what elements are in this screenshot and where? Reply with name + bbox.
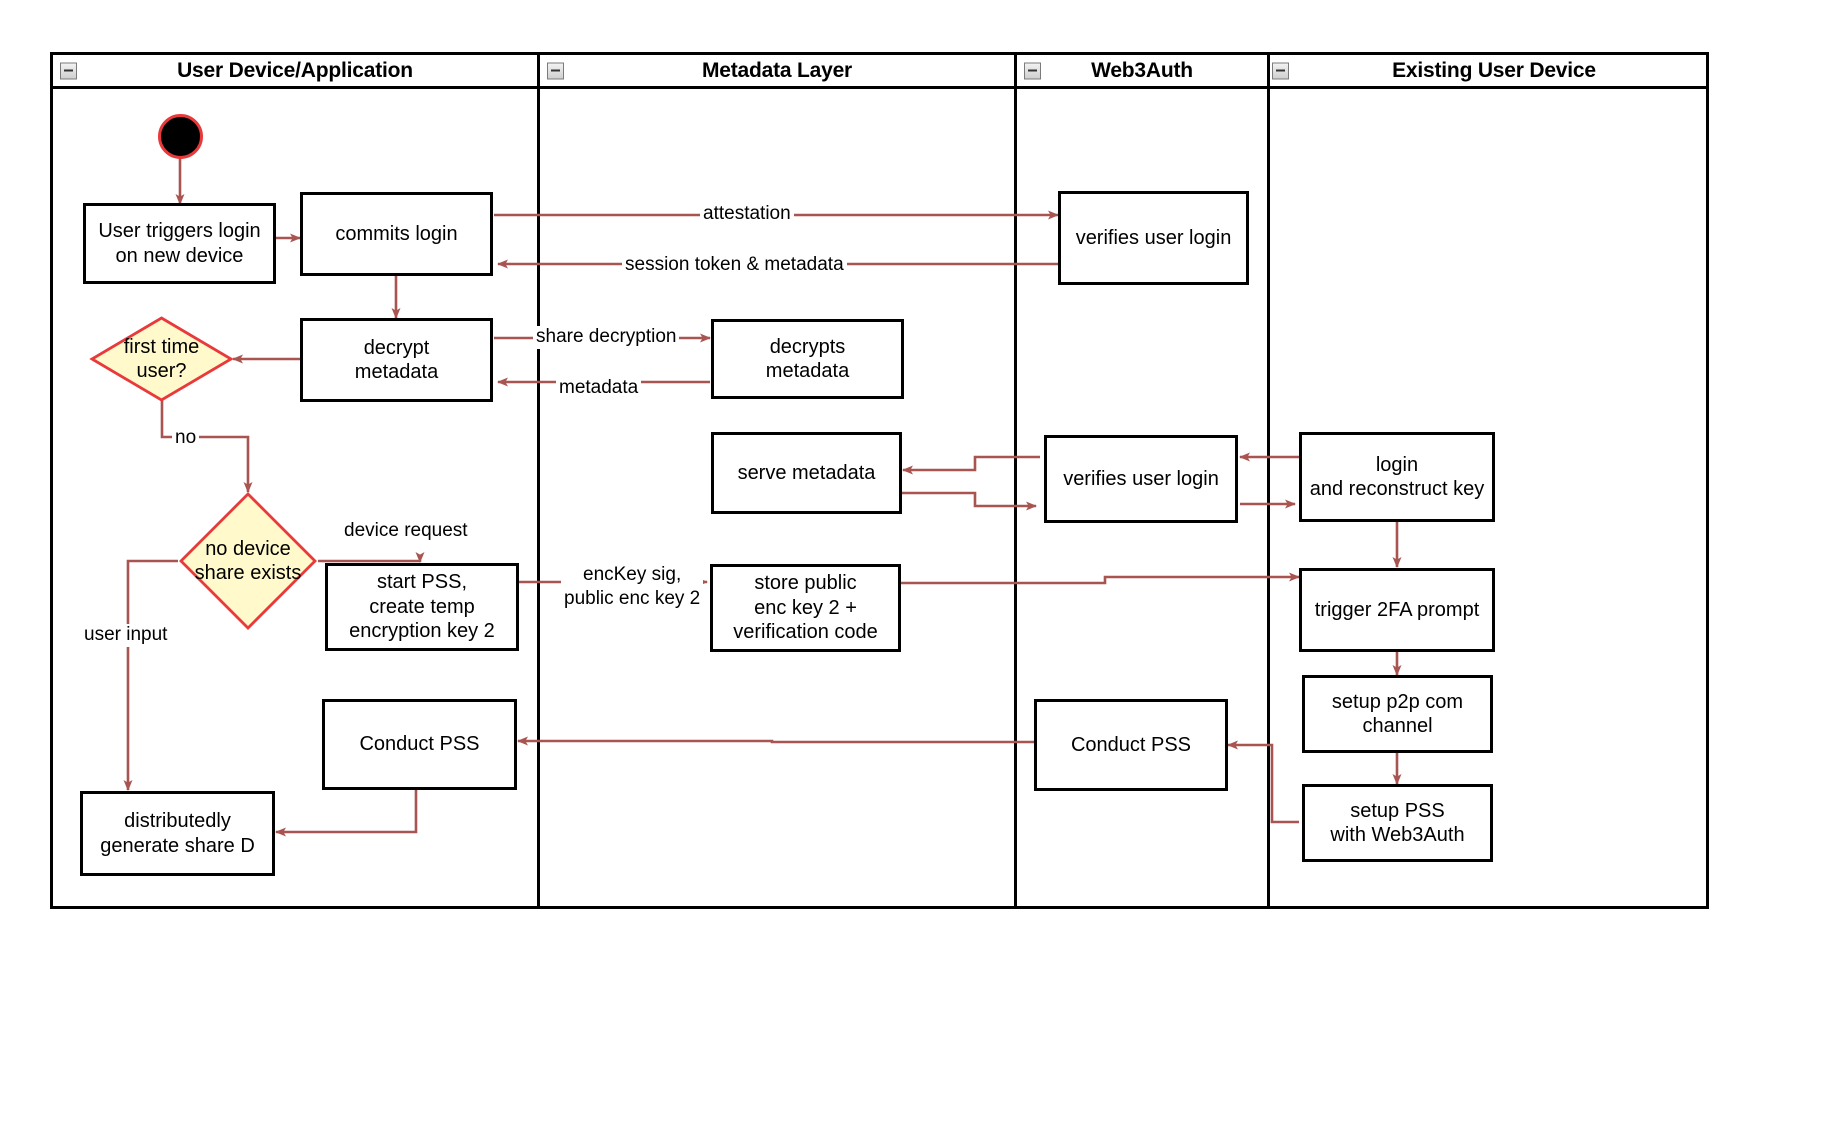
node-label: trigger 2FA prompt (1314, 598, 1480, 621)
node-label: first time user? (123, 335, 200, 382)
lane-header-metadata-layer[interactable]: Metadata Layer (537, 52, 1017, 89)
node-decrypts-metadata[interactable]: decrypts metadata (711, 319, 904, 399)
lane-title-user-device: User Device/Application (177, 58, 413, 82)
diamond-shape (89, 316, 234, 402)
node-store-public-enc-key[interactable]: store public enc key 2 + verification co… (710, 564, 901, 652)
node-setup-pss-with-web3auth[interactable]: setup PSS with Web3Auth (1302, 784, 1493, 862)
edge-label-device-request: device request (341, 520, 471, 543)
node-label: User triggers login on new device (98, 220, 261, 267)
node-label: Conduct PSS (1070, 733, 1192, 756)
diamond-shape (179, 492, 317, 630)
node-label: verifies user login (1075, 226, 1232, 249)
node-verifies-user-login-2[interactable]: verifies user login (1044, 435, 1238, 523)
edge-label-attestation: attestation (700, 203, 794, 226)
node-setup-p2p-com-channel[interactable]: setup p2p com channel (1302, 675, 1493, 753)
node-label: setup PSS with Web3Auth (1330, 799, 1465, 846)
node-label: no device share exists (194, 537, 302, 584)
node-label: decrypts metadata (765, 335, 850, 382)
collapse-minus-icon-existing-user-device[interactable] (1272, 62, 1289, 79)
node-label: distributedly generate share D (100, 810, 255, 857)
node-login-and-reconstruct-key[interactable]: login and reconstruct key (1299, 432, 1495, 522)
node-distributedly-generate-share-d[interactable]: distributedly generate share D (80, 791, 275, 876)
lane-body-existing-user-device (1267, 86, 1709, 909)
node-label: commits login (335, 222, 458, 245)
edge-label-user-input: user input (81, 624, 171, 647)
node-start-pss-create-temp-key[interactable]: start PSS, create temp encryption key 2 (325, 563, 519, 651)
lane-title-metadata-layer: Metadata Layer (701, 58, 853, 82)
collapse-minus-icon-user-device[interactable] (60, 62, 77, 79)
node-commits-login[interactable]: commits login (300, 192, 493, 276)
node-label: decrypt metadata (354, 336, 439, 383)
node-serve-metadata[interactable]: serve metadata (711, 432, 902, 514)
edge-label-share-decryption: share decryption (533, 326, 680, 349)
lane-header-web3auth[interactable]: Web3Auth (1014, 52, 1270, 89)
lane-title-existing-user-device: Existing User Device (1392, 58, 1596, 82)
node-verifies-user-login-1[interactable]: verifies user login (1058, 191, 1249, 285)
node-conduct-pss-user[interactable]: Conduct PSS (322, 699, 517, 790)
collapse-minus-icon-web3auth[interactable] (1024, 62, 1041, 79)
lane-header-user-device[interactable]: User Device/Application (50, 52, 540, 89)
node-label: serve metadata (737, 461, 876, 484)
node-label: verifies user login (1063, 467, 1219, 490)
start-node (158, 114, 203, 159)
edge-label-enckey-sig-public-enc-key-2: encKey sig, public enc key 2 (561, 563, 704, 611)
edge-label-no: no (172, 427, 200, 450)
edge-label-metadata: metadata (556, 377, 642, 400)
node-no-device-share-exists[interactable]: no device share exists (178, 491, 318, 631)
node-label: start PSS, create temp encryption key 2 (349, 571, 495, 643)
node-label: login and reconstruct key (1309, 453, 1485, 500)
collapse-minus-icon-metadata-layer[interactable] (547, 62, 564, 79)
node-decrypt-metadata[interactable]: decrypt metadata (300, 318, 493, 402)
node-trigger-2fa-prompt[interactable]: trigger 2FA prompt (1299, 568, 1495, 652)
node-label: store public enc key 2 + verification co… (733, 572, 878, 644)
lane-title-web3auth: Web3Auth (1091, 58, 1193, 82)
node-conduct-pss-web3auth[interactable]: Conduct PSS (1034, 699, 1228, 791)
node-label: Conduct PSS (359, 733, 480, 756)
node-user-triggers-login[interactable]: User triggers login on new device (83, 203, 276, 284)
edge-label-session-token-and-metadata: session token & metadata (622, 254, 847, 277)
lane-header-existing-user-device[interactable]: Existing User Device (1267, 52, 1709, 89)
node-first-time-user[interactable]: first time user? (89, 315, 234, 403)
node-label: setup p2p com channel (1331, 690, 1464, 737)
